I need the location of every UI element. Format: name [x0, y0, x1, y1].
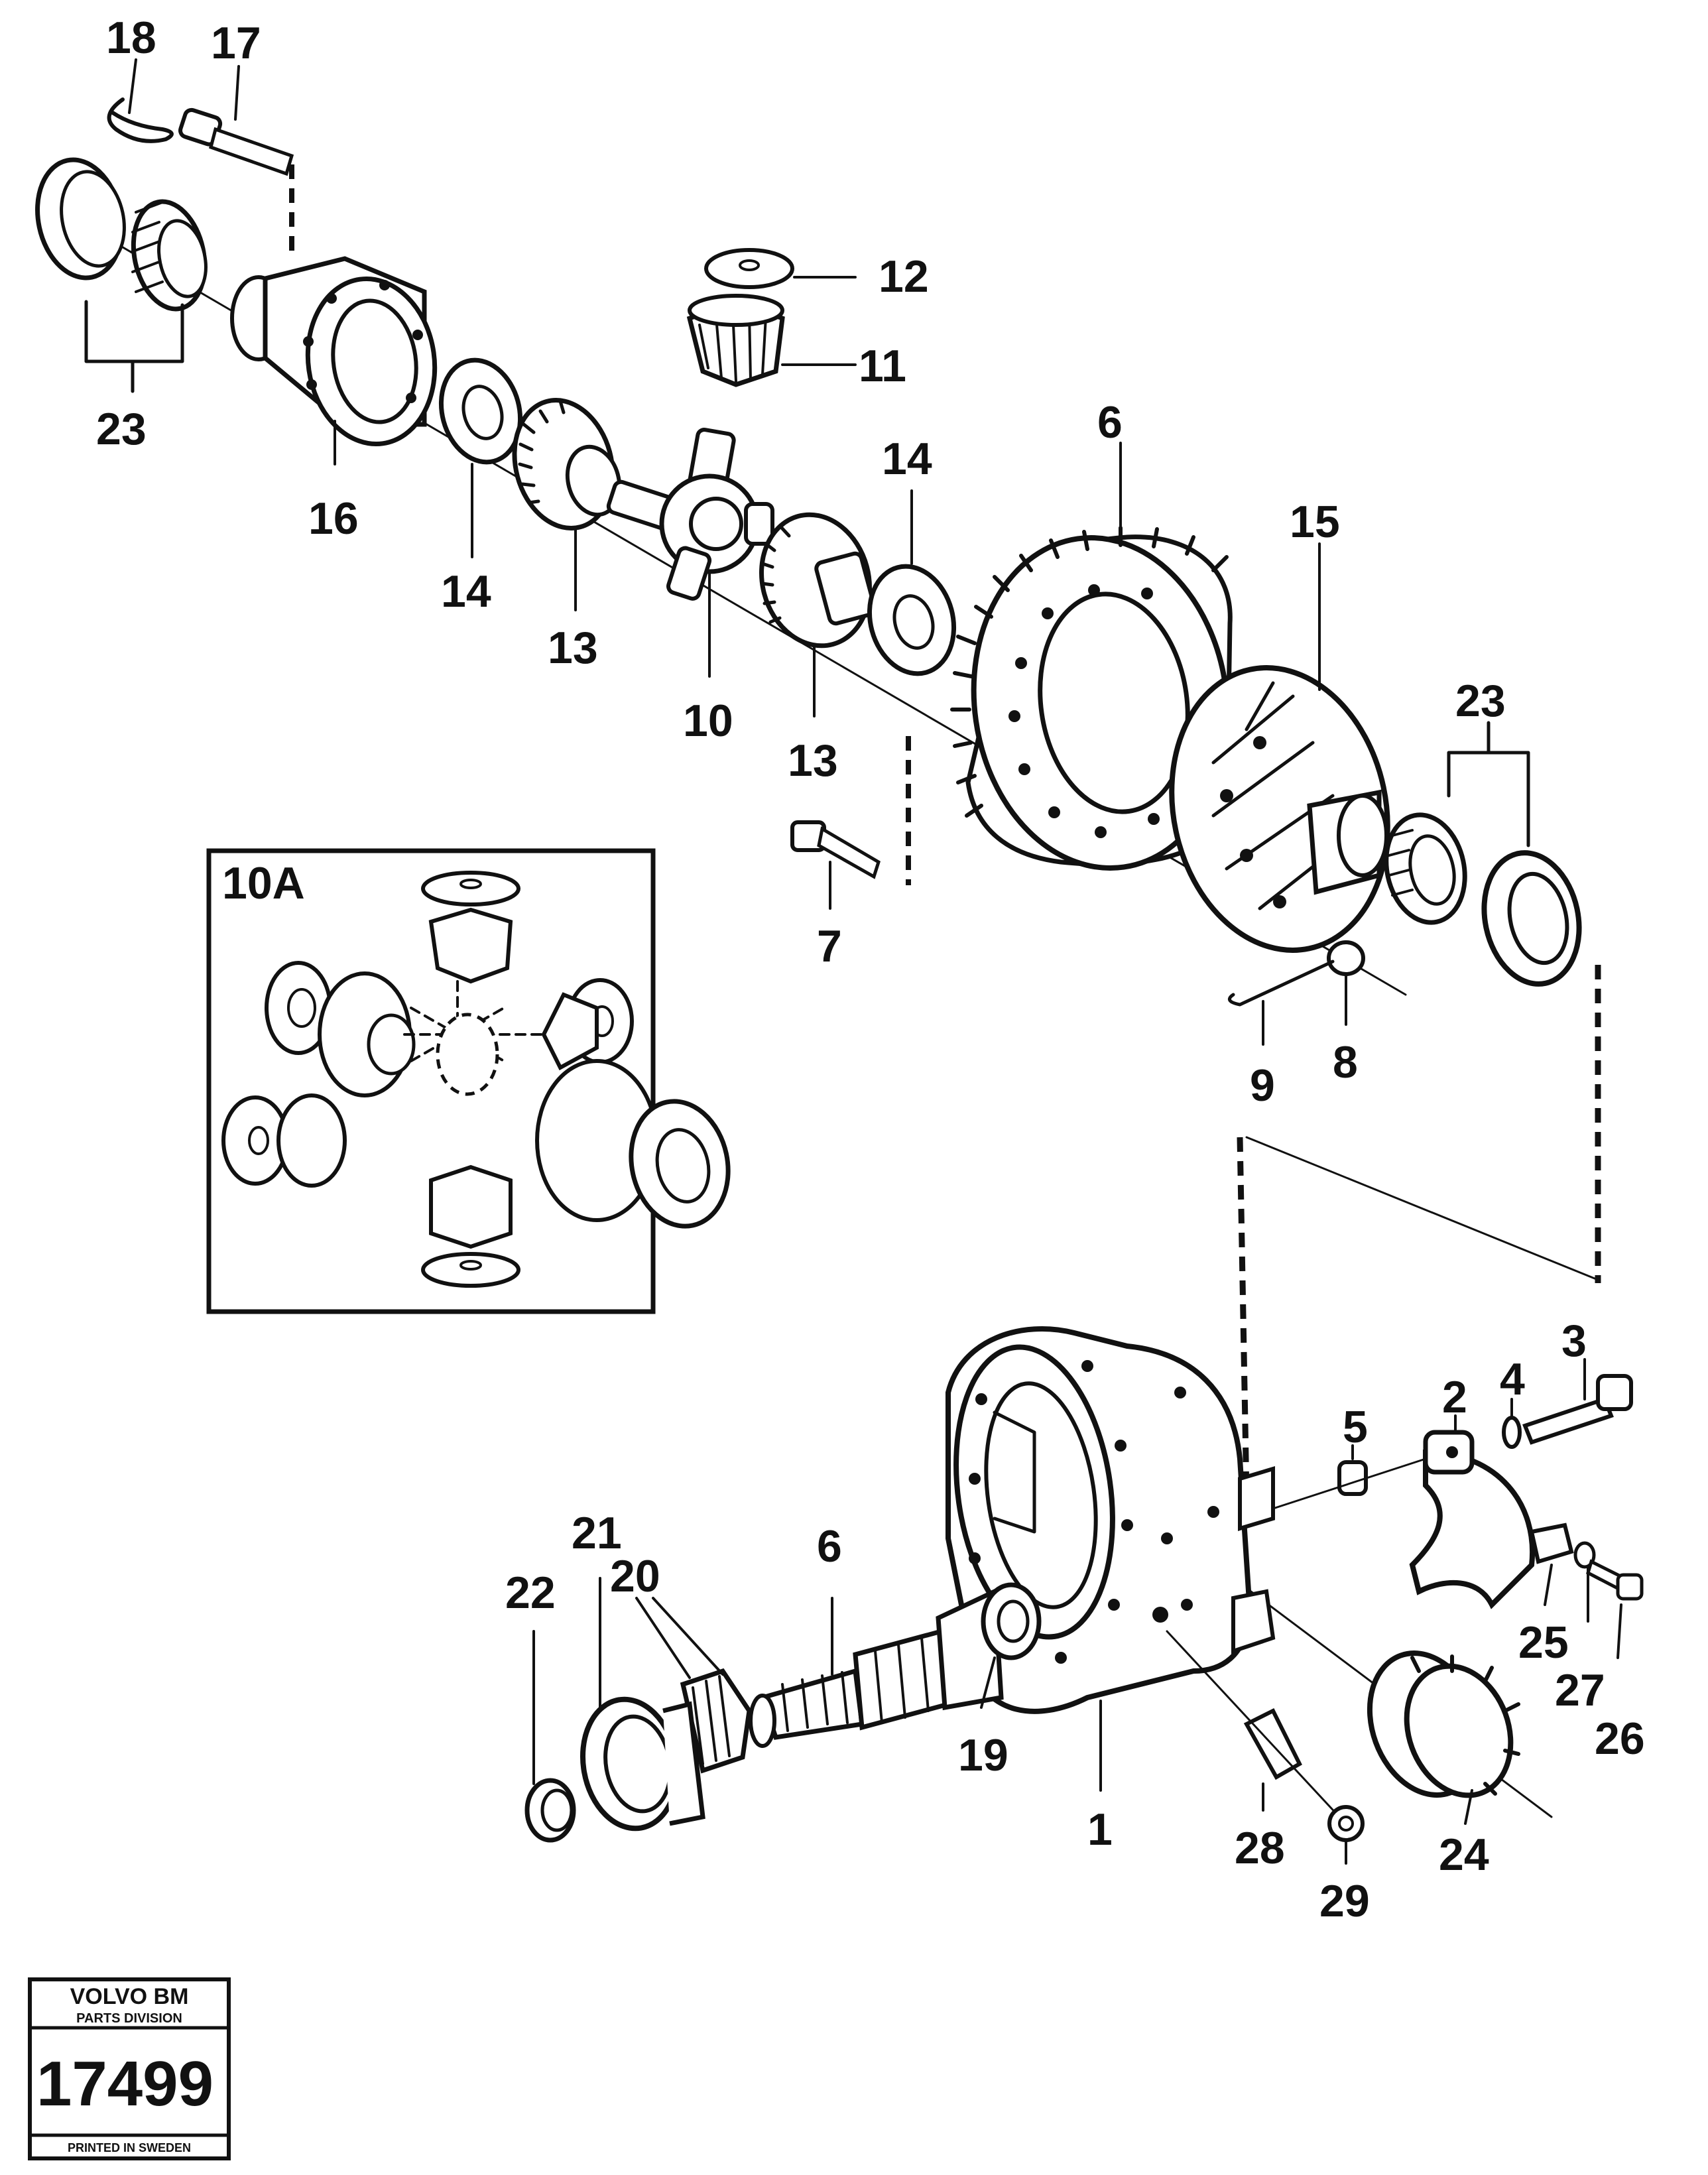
part-6-crown-wheel	[950, 442, 1233, 871]
part-5-sleeve	[1337, 1444, 1368, 1496]
callout-22: 22	[505, 1568, 556, 1618]
callout-29: 29	[1319, 1876, 1370, 1926]
part-2-bearing-cap	[1409, 1414, 1536, 1609]
callout-15: 15	[1290, 497, 1340, 547]
callout-13-left: 13	[548, 623, 598, 673]
callout-27: 27	[1555, 1665, 1605, 1715]
stamp-number: 17499	[36, 2048, 213, 2119]
part-23-right-bearing	[1384, 812, 1582, 987]
callout-3: 3	[1561, 1316, 1587, 1366]
callout-7: 7	[817, 921, 842, 971]
callout-5: 5	[1343, 1402, 1368, 1452]
callout-12: 12	[879, 251, 929, 302]
part-6-pinion-shaft	[749, 1587, 1004, 1748]
callout-9: 9	[1250, 1060, 1275, 1111]
part-24-adjusting-nut	[1367, 1650, 1520, 1825]
callout-25: 25	[1518, 1617, 1569, 1668]
part-8-castle-nut	[1327, 940, 1365, 1026]
callout-26: 26	[1595, 1713, 1645, 1764]
callout-11: 11	[859, 341, 906, 391]
callout-23-left: 23	[96, 404, 147, 454]
callout-23-right: 23	[1455, 676, 1506, 726]
part-26-bolt	[1586, 1559, 1644, 1659]
callout-14-right: 14	[882, 434, 932, 484]
callout-8: 8	[1333, 1037, 1358, 1088]
part-4-washer	[1502, 1398, 1522, 1449]
volvo-bm-stamp: VOLVO BM PARTS DIVISION 17499 PRINTED IN…	[28, 1977, 231, 2160]
inset-10a-panel	[206, 848, 658, 1314]
callout-labels: 18 17 12 11 23 6 14 16 15 14 13 23 10 13…	[96, 13, 1645, 1926]
part-23-left-bearing	[35, 157, 208, 312]
stamp-printed: PRINTED IN SWEDEN	[68, 2141, 191, 2154]
callout-17: 17	[211, 18, 261, 68]
part-14-left-washer	[438, 357, 523, 558]
callout-6-lower: 6	[817, 1521, 842, 1572]
stamp-brand: VOLVO BM	[70, 1984, 189, 2009]
part-29-nut	[1327, 1805, 1365, 1865]
part-13-left-side-gear	[512, 398, 622, 611]
inset-10a-label: 10A	[222, 858, 305, 908]
callout-14-left: 14	[441, 566, 491, 617]
callout-16: 16	[308, 493, 359, 544]
part-9-split-pin	[1227, 960, 1335, 1046]
part-19-pilot-bearing	[980, 1582, 1042, 1709]
part-18-pin	[107, 97, 174, 143]
part-11-pinion-gear	[686, 294, 857, 387]
part-3-bolt	[1522, 1358, 1633, 1445]
part-20-bearing-cone	[635, 1597, 752, 1774]
callout-21: 21	[572, 1508, 622, 1558]
part-16-case-half	[230, 256, 438, 466]
part-23-right-bracket	[1447, 721, 1530, 847]
part-14-right-washer	[867, 489, 957, 676]
part-13-right-side-gear	[759, 512, 877, 717]
part-10-spider	[606, 428, 774, 678]
leader-housing-dashed	[1237, 1137, 1250, 1496]
part-15-diff-case	[1169, 542, 1390, 953]
part-25-lock-plate	[1529, 1522, 1574, 1606]
part-23-left-bracket	[84, 300, 184, 363]
callout-1: 1	[1087, 1804, 1113, 1855]
callout-13-right: 13	[788, 735, 838, 786]
callout-28: 28	[1235, 1823, 1285, 1873]
part-21-bearing-cup	[580, 1577, 705, 1832]
callout-10: 10	[683, 696, 733, 746]
callout-18: 18	[106, 13, 156, 63]
callout-20: 20	[610, 1551, 660, 1601]
stamp-division: PARTS DIVISION	[76, 2011, 182, 2026]
callout-2: 2	[1442, 1372, 1467, 1422]
part-7-bolt	[790, 820, 881, 910]
part-22-spacer	[524, 1630, 576, 1843]
callout-19: 19	[958, 1730, 1008, 1780]
callout-4: 4	[1500, 1354, 1525, 1404]
part-17-bolt	[178, 65, 294, 176]
callout-24: 24	[1439, 1830, 1489, 1880]
part-1-housing	[945, 1326, 1276, 1792]
part-27-washer	[1573, 1541, 1596, 1623]
inset-10a-washer-right	[629, 1099, 731, 1229]
callout-6-upper: 6	[1097, 397, 1123, 448]
part-12-washer	[704, 248, 857, 289]
